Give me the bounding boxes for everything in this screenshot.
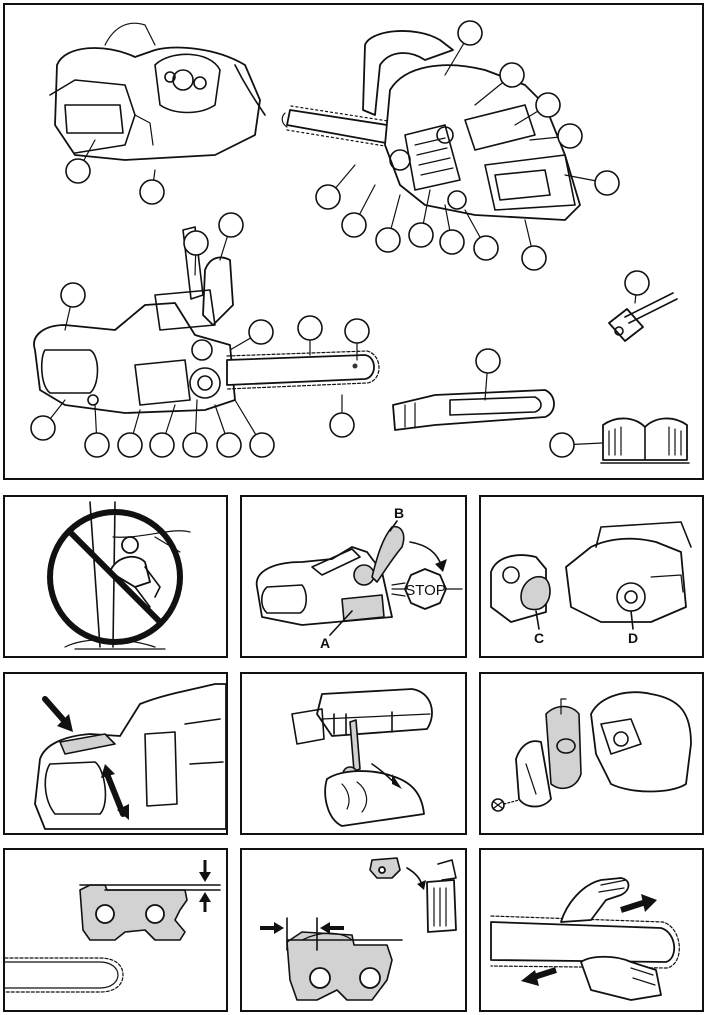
callout-circle-29 xyxy=(625,271,649,295)
callout-circle-23 xyxy=(118,433,142,457)
depth-gauge-figure xyxy=(5,850,226,1010)
callout-circle-26 xyxy=(217,433,241,457)
air-filter-figure xyxy=(481,674,702,833)
rear-handle-panel: rear-handle-throttle-icon xyxy=(3,672,228,835)
callout-circle-15 xyxy=(219,213,243,237)
callout-circle-27 xyxy=(250,433,274,457)
chain-check-figure xyxy=(481,850,702,1010)
chain-tension-figure xyxy=(242,674,465,833)
callout-circle-31 xyxy=(550,433,574,457)
no-climbing-figure xyxy=(5,497,226,656)
chain-brake-figure: STOP A B xyxy=(242,497,465,656)
chain-tension-panel: chain-tension-adjust-icon xyxy=(240,672,467,835)
manual-book-illustration xyxy=(601,418,689,463)
main-overview-panel xyxy=(3,3,704,480)
label-b: B xyxy=(394,505,404,521)
callout-circle-5 xyxy=(536,93,560,117)
callout-circle-13 xyxy=(474,236,498,260)
spanner-illustration xyxy=(609,293,677,341)
callout-circle-14 xyxy=(522,246,546,270)
stop-sign-text: STOP xyxy=(405,582,446,599)
callout-circle-7 xyxy=(595,171,619,195)
callout-circle-28 xyxy=(330,413,354,437)
air-filter-panel: air-filter-icon xyxy=(479,672,704,835)
callout-circle-19 xyxy=(298,316,322,340)
callout-circle-2 xyxy=(140,180,164,204)
callout-circle-30 xyxy=(476,349,500,373)
cutter-sharpen-figure xyxy=(242,850,465,1010)
label-c: C xyxy=(534,630,544,646)
rear-view-illustration xyxy=(50,23,265,160)
callout-circle-17 xyxy=(61,283,85,307)
callout-circle-3 xyxy=(458,21,482,45)
callout-circle-9 xyxy=(342,213,366,237)
callout-circle-21 xyxy=(31,416,55,440)
callout-circle-18 xyxy=(249,320,273,344)
callout-circle-22 xyxy=(85,433,109,457)
callout-circle-6 xyxy=(558,124,582,148)
depth-gauge-panel: depth-gauge-icon xyxy=(3,848,228,1012)
callout-circle-25 xyxy=(183,433,207,457)
label-d: D xyxy=(628,630,638,646)
callout-circle-12 xyxy=(440,230,464,254)
label-a: A xyxy=(320,635,330,651)
chain-check-panel: chain-check-icon xyxy=(479,848,704,1012)
callout-circle-10 xyxy=(376,228,400,252)
callout-circle-4 xyxy=(500,63,524,87)
callout-circle-20 xyxy=(345,319,369,343)
rear-handle-figure xyxy=(5,674,226,833)
callout-circle-11 xyxy=(409,223,433,247)
callout-circle-24 xyxy=(150,433,174,457)
clutch-cover-figure: C D xyxy=(481,497,702,656)
callout-circle-8 xyxy=(316,185,340,209)
no-climbing-panel: no-climbing-prohibition-icon xyxy=(3,495,228,658)
bar-guard-illustration xyxy=(393,390,554,430)
cutter-sharpen-panel: cutter-file-icon xyxy=(240,848,467,1012)
clutch-cover-panel: C D xyxy=(479,495,704,658)
main-overview-figure xyxy=(5,5,702,478)
chain-brake-panel: STOP A B xyxy=(240,495,467,658)
callout-circle-1 xyxy=(66,159,90,183)
callout-circle-16 xyxy=(184,231,208,255)
full-saw-illustration xyxy=(34,227,379,413)
